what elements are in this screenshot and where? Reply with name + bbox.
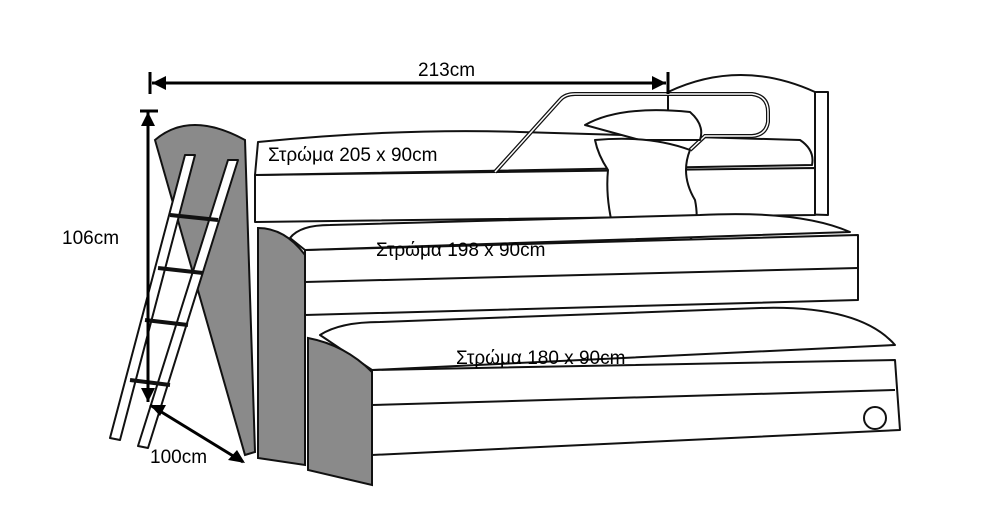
lower-mattress — [319, 306, 896, 371]
ladder-rung — [129, 378, 171, 387]
guard-rail-highlight — [494, 93, 769, 173]
height-dimension-line — [140, 109, 158, 402]
arrowhead-start-icon — [150, 405, 166, 416]
depth-label: 100cm — [150, 447, 208, 468]
arrowhead-down-icon — [141, 388, 155, 402]
mattress-label-top: Στρώμα 205 x 90cm — [268, 145, 438, 166]
height-label: 106cm — [62, 228, 120, 249]
lower-trundle-line — [371, 389, 896, 406]
ladder-rail — [137, 159, 239, 449]
arrowhead-end-icon — [228, 450, 245, 463]
ladder-rail — [109, 154, 196, 441]
ladder-rung — [144, 318, 189, 327]
arrowhead-right-icon — [652, 76, 666, 90]
arrowhead-up-icon — [141, 112, 155, 126]
left-headboard — [153, 124, 257, 457]
mattress-label-bottom: Στρώμα 180 x 90cm — [456, 348, 626, 369]
ladder-rung — [157, 266, 204, 275]
middle-mattress — [289, 213, 851, 251]
depth-dimension-line — [149, 403, 245, 464]
lower-trundle-frame — [371, 359, 901, 456]
arrowhead-left-icon — [152, 76, 166, 90]
length-label: 213cm — [418, 60, 476, 81]
pillow — [584, 109, 703, 141]
middle-trundle-line — [304, 267, 859, 283]
depth-line — [149, 403, 244, 464]
wheel-icon — [863, 406, 887, 430]
middle-end-panel — [257, 226, 306, 467]
ladder — [109, 154, 239, 449]
mattress-label-middle: Στρώμα 198 x 90cm — [376, 240, 546, 261]
lower-end-panel — [307, 336, 373, 487]
length-dimension-line — [148, 72, 670, 94]
ladder-rung — [169, 213, 219, 222]
